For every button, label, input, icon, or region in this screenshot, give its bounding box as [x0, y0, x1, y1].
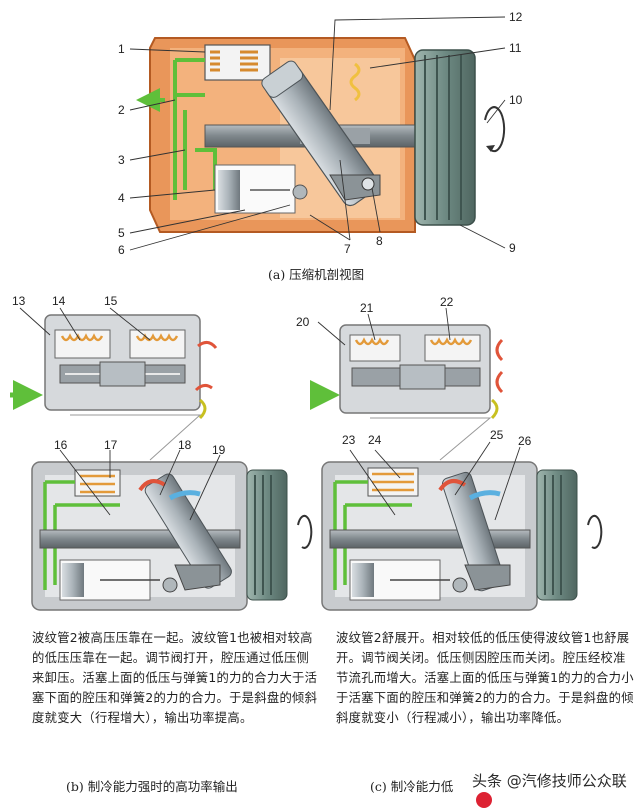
watermark: 头条 @汽修技师公众联: [466, 768, 640, 811]
caption-c: (c) 制冷能力低: [370, 779, 454, 794]
watermark-text: 头条 @汽修技师公众联: [472, 772, 627, 790]
label-9: 9: [509, 241, 516, 255]
caption-a: (a) 压缩机剖视图: [268, 267, 364, 282]
watermark-logo-icon: [476, 792, 492, 808]
label-14: 14: [52, 294, 66, 308]
valve-detail-b: [10, 314, 218, 420]
label-12: 12: [509, 10, 523, 24]
label-15: 15: [104, 294, 118, 308]
label-23: 23: [342, 433, 356, 447]
description-low-output: 波纹管2舒展开。相对较低的低压使得波纹管1也舒展开。调节阀关闭。低压侧因腔压而关…: [336, 631, 634, 725]
label-6: 6: [118, 243, 125, 257]
label-5: 5: [118, 226, 125, 240]
label-24: 24: [368, 433, 382, 447]
label-19: 19: [212, 443, 226, 457]
label-8: 8: [376, 234, 383, 248]
label-13: 13: [12, 294, 26, 308]
label-18: 18: [178, 438, 192, 452]
label-2: 2: [118, 103, 125, 117]
label-3: 3: [118, 153, 125, 167]
leader-lines-c: [317, 307, 521, 521]
label-26: 26: [518, 434, 532, 448]
label-20: 20: [296, 315, 310, 329]
part-labels-a: 1 2 3 4 5 6 7 8 9 10 11 12: [118, 10, 523, 257]
leader-lines-a: [129, 16, 506, 251]
label-25: 25: [490, 428, 504, 442]
description-high-output: 波纹管2被高压压靠在一起。波纹管1也被相对较高的低压压靠在一起。调节阀打开，腔压…: [32, 631, 318, 725]
compressor-b: [31, 414, 313, 611]
label-16: 16: [54, 438, 68, 452]
valve-detail-c: [310, 324, 504, 420]
label-7: 7: [344, 242, 351, 256]
label-11: 11: [509, 41, 522, 55]
label-17: 17: [104, 438, 118, 452]
leader-lines-b: [19, 307, 221, 521]
compressor-cutaway-a: [136, 37, 506, 233]
compressor-c: [321, 417, 603, 611]
part-labels-c: 20 21 22 23 24 25 26: [296, 295, 532, 448]
caption-b: (b) 制冷能力强时的高功率输出: [66, 779, 238, 794]
part-labels-b: 13 14 15 16 17 18 19: [12, 294, 226, 457]
label-22: 22: [440, 295, 454, 309]
label-10: 10: [509, 93, 523, 107]
label-21: 21: [360, 301, 374, 315]
label-1: 1: [118, 42, 125, 56]
label-4: 4: [118, 191, 125, 205]
